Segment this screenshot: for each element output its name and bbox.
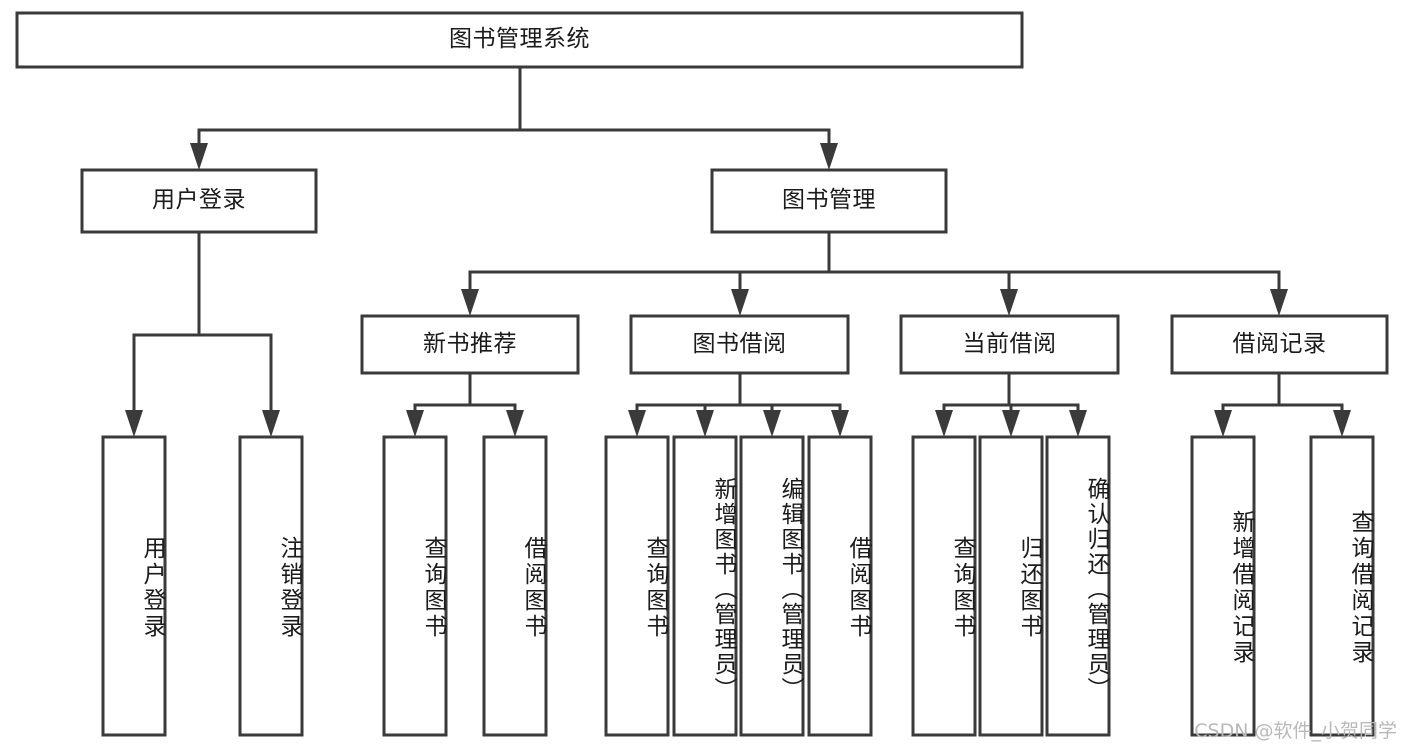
leaf-box-add-book[interactable]	[672, 435, 738, 737]
leaf-box-query-book-3[interactable]	[911, 435, 977, 737]
edges-root-to-level2	[190, 65, 838, 170]
arrow-to-current-borrow	[1000, 289, 1018, 316]
arrow-bb-leaf-2	[763, 410, 781, 437]
edges-new-book-recommend-to-leaves	[406, 371, 524, 437]
arrow-root-to-user-login	[190, 143, 208, 170]
arrow-user-login-leaf-1	[262, 410, 280, 437]
node-current-borrow-box[interactable]	[899, 314, 1120, 375]
leaf-box-user-logout[interactable]	[238, 435, 304, 737]
leaf-box-query-book-2[interactable]	[604, 435, 670, 737]
node-borrow-record-box[interactable]	[1170, 314, 1389, 375]
leaf-box-query-record[interactable]	[1309, 435, 1375, 737]
edges-borrow-record-to-leaves	[1214, 371, 1351, 437]
arrow-br-leaf-1	[1333, 410, 1351, 437]
edges-user-login-to-leaves	[125, 230, 280, 437]
edges-book-manage-to-level3	[461, 230, 1288, 316]
arrow-to-borrow-record	[1270, 289, 1288, 316]
arrow-nbr-leaf-1	[506, 410, 524, 437]
node-root-box[interactable]	[15, 11, 1024, 69]
arrow-cb-leaf-2	[1069, 410, 1087, 437]
arrow-cb-leaf-1	[1002, 410, 1020, 437]
arrow-bb-leaf-0	[628, 410, 646, 437]
leaf-box-user-login[interactable]	[101, 435, 167, 737]
arrow-br-leaf-0	[1214, 410, 1232, 437]
arrow-cb-leaf-0	[935, 410, 953, 437]
leaf-box-query-book-1[interactable]	[382, 435, 448, 737]
arrow-to-book-borrow	[731, 289, 749, 316]
leaf-box-borrow-book-2[interactable]	[807, 435, 873, 737]
arrow-bb-leaf-3	[831, 410, 849, 437]
arrow-bb-leaf-1	[696, 410, 714, 437]
node-user-login-box[interactable]	[80, 168, 318, 234]
arrow-to-new-book-recommend	[461, 289, 479, 316]
leaf-box-confirm-return[interactable]	[1045, 435, 1111, 737]
leaf-box-add-record[interactable]	[1190, 435, 1256, 737]
node-book-manage-box[interactable]	[710, 168, 948, 234]
arrow-user-login-leaf-0	[125, 410, 143, 437]
node-new-book-recommend-box[interactable]	[360, 314, 580, 375]
arrow-nbr-leaf-0	[406, 410, 424, 437]
leaf-box-return-book[interactable]	[978, 435, 1044, 737]
edges-current-borrow-to-leaves	[935, 371, 1087, 437]
leaf-box-edit-book[interactable]	[739, 435, 805, 737]
leaf-box-borrow-book-1[interactable]	[482, 435, 548, 737]
arrow-root-to-book-manage	[820, 143, 838, 170]
edges-book-borrow-to-leaves	[628, 371, 849, 437]
node-book-borrow-box[interactable]	[629, 314, 850, 375]
